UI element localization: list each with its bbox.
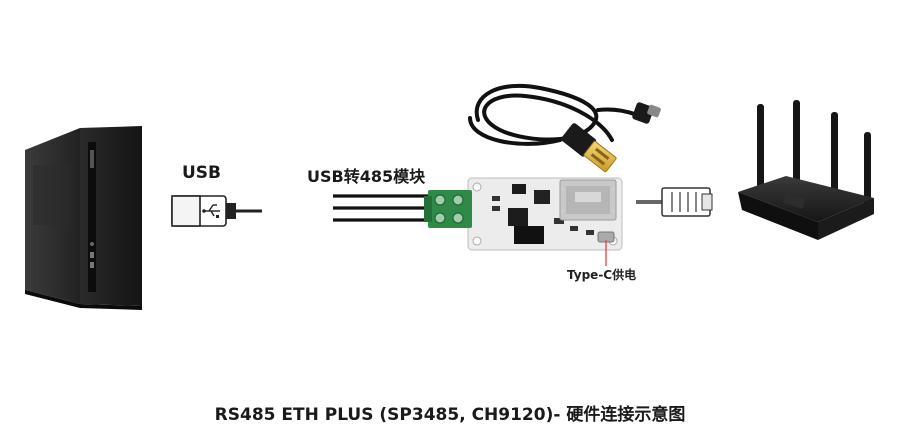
usb-cable-icon — [468, 83, 661, 173]
usb-plug-icon — [171, 195, 262, 227]
module-label: USB转485模块 — [307, 167, 426, 186]
router-icon — [738, 100, 874, 240]
rs485-module-icon — [424, 177, 623, 251]
rs485-wires — [333, 194, 440, 222]
usb-label: USB — [182, 163, 222, 183]
typec-power-label: Type-C供电 — [567, 268, 637, 282]
diagram-caption: RS485 ETH PLUS (SP3485, CH9120)- 硬件连接示意图 — [214, 405, 686, 425]
ethernet-plug-icon — [636, 187, 713, 217]
desktop-pc-icon — [25, 126, 142, 310]
